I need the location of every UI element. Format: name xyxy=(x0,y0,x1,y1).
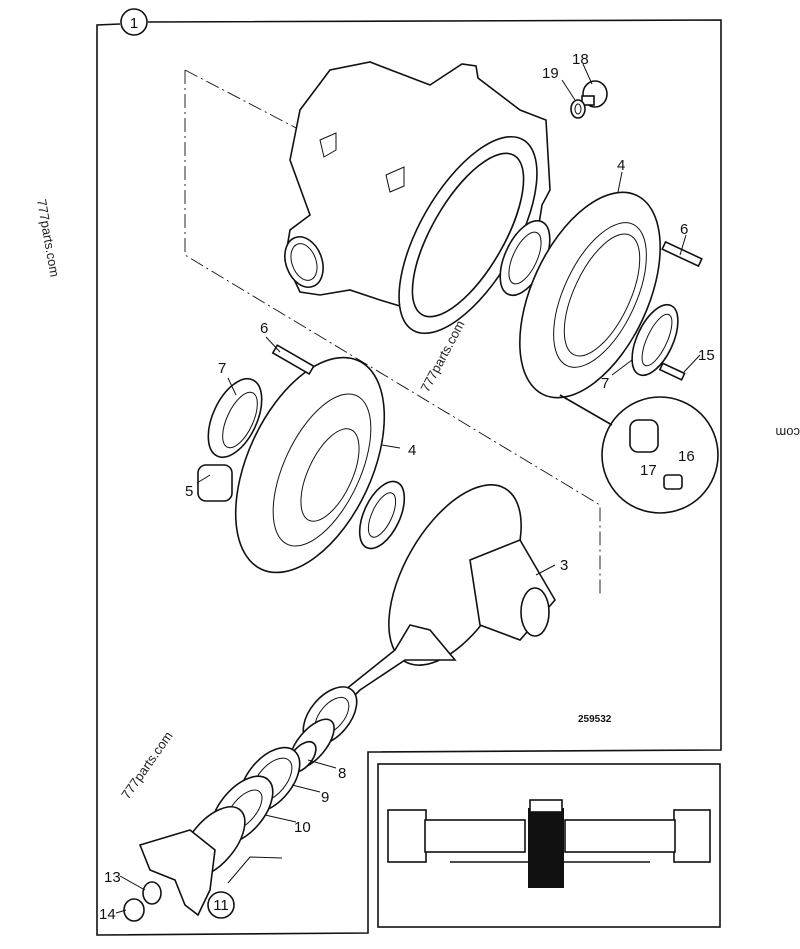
nut xyxy=(123,898,145,922)
callout-6-right: 6 xyxy=(680,221,688,238)
callout-16: 16 xyxy=(678,448,695,465)
callout-17: 17 xyxy=(640,462,657,479)
watermark-lower: 777parts.com xyxy=(118,729,175,802)
figure-number-badge: 1 xyxy=(120,8,148,36)
callout-5: 5 xyxy=(185,483,193,500)
callout-7-left: 7 xyxy=(218,360,226,377)
differential-assembly xyxy=(388,484,556,666)
callout-8: 8 xyxy=(338,765,346,782)
leader-lines xyxy=(115,63,701,914)
watermark-left: 777parts.com xyxy=(34,198,62,278)
callout-labels: 18 19 4 6 15 7 6 7 4 5 3 17 16 8 9 10 13… xyxy=(99,51,715,923)
drain-plug xyxy=(581,80,608,108)
bearing-carrier-right xyxy=(519,191,661,399)
callout-4-right: 4 xyxy=(617,157,625,174)
callout-18: 18 xyxy=(572,51,589,68)
bearing-ring-left xyxy=(358,480,406,550)
callout-15: 15 xyxy=(698,347,715,364)
washer xyxy=(142,881,162,905)
lock-pin xyxy=(658,362,686,381)
svg-text:11: 11 xyxy=(213,897,229,914)
callout-11: 11 xyxy=(207,891,235,919)
drawing-number: 259532 xyxy=(578,714,612,725)
callout-14: 14 xyxy=(99,906,116,923)
axle-overview-illustration xyxy=(387,799,711,888)
axle-housing xyxy=(284,61,551,335)
sealing-washer xyxy=(570,99,586,119)
callout-6-left: 6 xyxy=(260,320,268,337)
callout-19: 19 xyxy=(542,65,559,82)
yoke-flange xyxy=(138,829,283,917)
lock-nut-left xyxy=(207,378,263,458)
watermark-right: com xyxy=(775,425,800,440)
pin xyxy=(661,240,703,268)
pin-left xyxy=(271,344,315,376)
callout-10: 10 xyxy=(294,819,311,836)
callout-4-left: 4 xyxy=(408,442,416,459)
callout-9: 9 xyxy=(321,789,329,806)
callout-3: 3 xyxy=(560,557,568,574)
bearing-carrier-left xyxy=(234,356,386,574)
detail-inset-circle xyxy=(559,394,719,514)
sealant-tube xyxy=(197,464,233,502)
callout-13: 13 xyxy=(104,869,121,886)
callout-7-right: 7 xyxy=(601,375,609,392)
lock-nut-right xyxy=(631,303,679,377)
svg-text:1: 1 xyxy=(130,15,138,32)
assembly-guide-lines xyxy=(184,69,601,595)
diagram-frame xyxy=(96,19,722,936)
